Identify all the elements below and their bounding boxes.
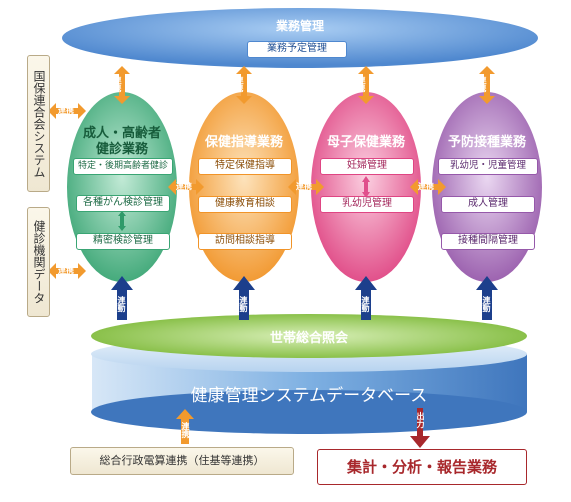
label-rendou-health: 連動 [239,296,248,312]
adult-item-1: 特定・後期高齢者健診 [73,158,173,175]
maternal-title: 母子保健業務 [326,135,405,150]
arrow-top-maternal [358,66,374,104]
arrow-rendou-vaccine [476,276,498,320]
label-renkei-admin: 連携 [181,422,190,438]
adult-title-1: 成人・高齢者 [82,126,161,141]
arrow-kenshin [48,263,86,279]
label-rendou-maternal: 連動 [361,296,370,312]
maternal-item-2: 乳幼児管理 [320,196,414,213]
report-box: 集計・分析・報告業務 [317,449,527,485]
blue-arrows [111,276,498,320]
arrow-top-vaccine [479,66,495,104]
label-renkei-top1: 連携 [113,76,122,92]
arrow-adult-health [168,179,204,195]
vaccine-item-3: 接種間隔管理 [441,233,535,250]
health-title: 保健指導業務 [204,135,283,150]
label-renkei-top4: 連携 [478,76,487,92]
maternal-item-1: 妊婦管理 [320,158,414,175]
database-label: 健康管理システムデータベース [190,386,428,406]
label-output: 出力 [416,412,425,428]
label-renkei-kenshin: 連携 [58,266,74,275]
arrow-kokuho [48,103,86,119]
arrow-adult-inner [118,211,126,231]
household-label: 世帯総合照会 [269,331,348,346]
arrow-admin [176,409,194,444]
label-rendou-adult: 連動 [117,296,126,312]
arrow-output [410,408,430,448]
top-ellipse [62,8,538,68]
arrow-rendou-adult [111,276,133,320]
side-kokuho: 国保連合会システム [27,55,50,192]
label-renkei-h1: 連携 [176,182,192,191]
adult-ellipse [67,92,177,282]
label-renkei-kokuho: 連携 [58,106,74,115]
health-ellipse [189,92,299,282]
adult-item-2: 各種がん検診管理 [76,195,170,212]
vaccine-title: 予防接種業務 [447,135,526,150]
arrow-maternal-vaccine [410,179,446,195]
arrow-rendou-maternal [355,276,377,320]
orange-arrows [48,66,495,444]
adult-title-2: 健診業務 [95,142,148,157]
label-renkei-h2: 連携 [296,182,312,191]
label-renkei-top3: 連携 [357,76,366,92]
label-renkei-top2: 連携 [235,76,244,92]
top-sub: 業務予定管理 [247,41,347,58]
label-rendou-vaccine: 連動 [482,296,491,312]
side-kenshin: 健診機関データ [27,207,50,317]
adult-item-3: 精密検診管理 [76,233,170,250]
admin-box: 総合行政電算連携（住基等連携） [70,447,294,475]
vaccine-item-1: 乳幼児・児童管理 [438,158,538,175]
vaccine-item-2: 成人管理 [441,196,535,213]
arrow-health-maternal [288,179,324,195]
arrow-maternal-inner [362,176,370,198]
health-item-2: 健康教育相談 [198,196,292,213]
arrow-top-adult [114,66,130,104]
health-item-3: 訪問相談指導 [198,233,292,250]
arrow-rendou-health [233,276,255,320]
household-ellipse [91,314,527,358]
vaccine-ellipse [432,92,542,282]
arrow-top-health [236,66,252,104]
label-renkei-h3: 連携 [418,182,434,191]
top-title: 業務管理 [275,19,324,33]
health-item-1: 特定保健指導 [198,158,292,175]
